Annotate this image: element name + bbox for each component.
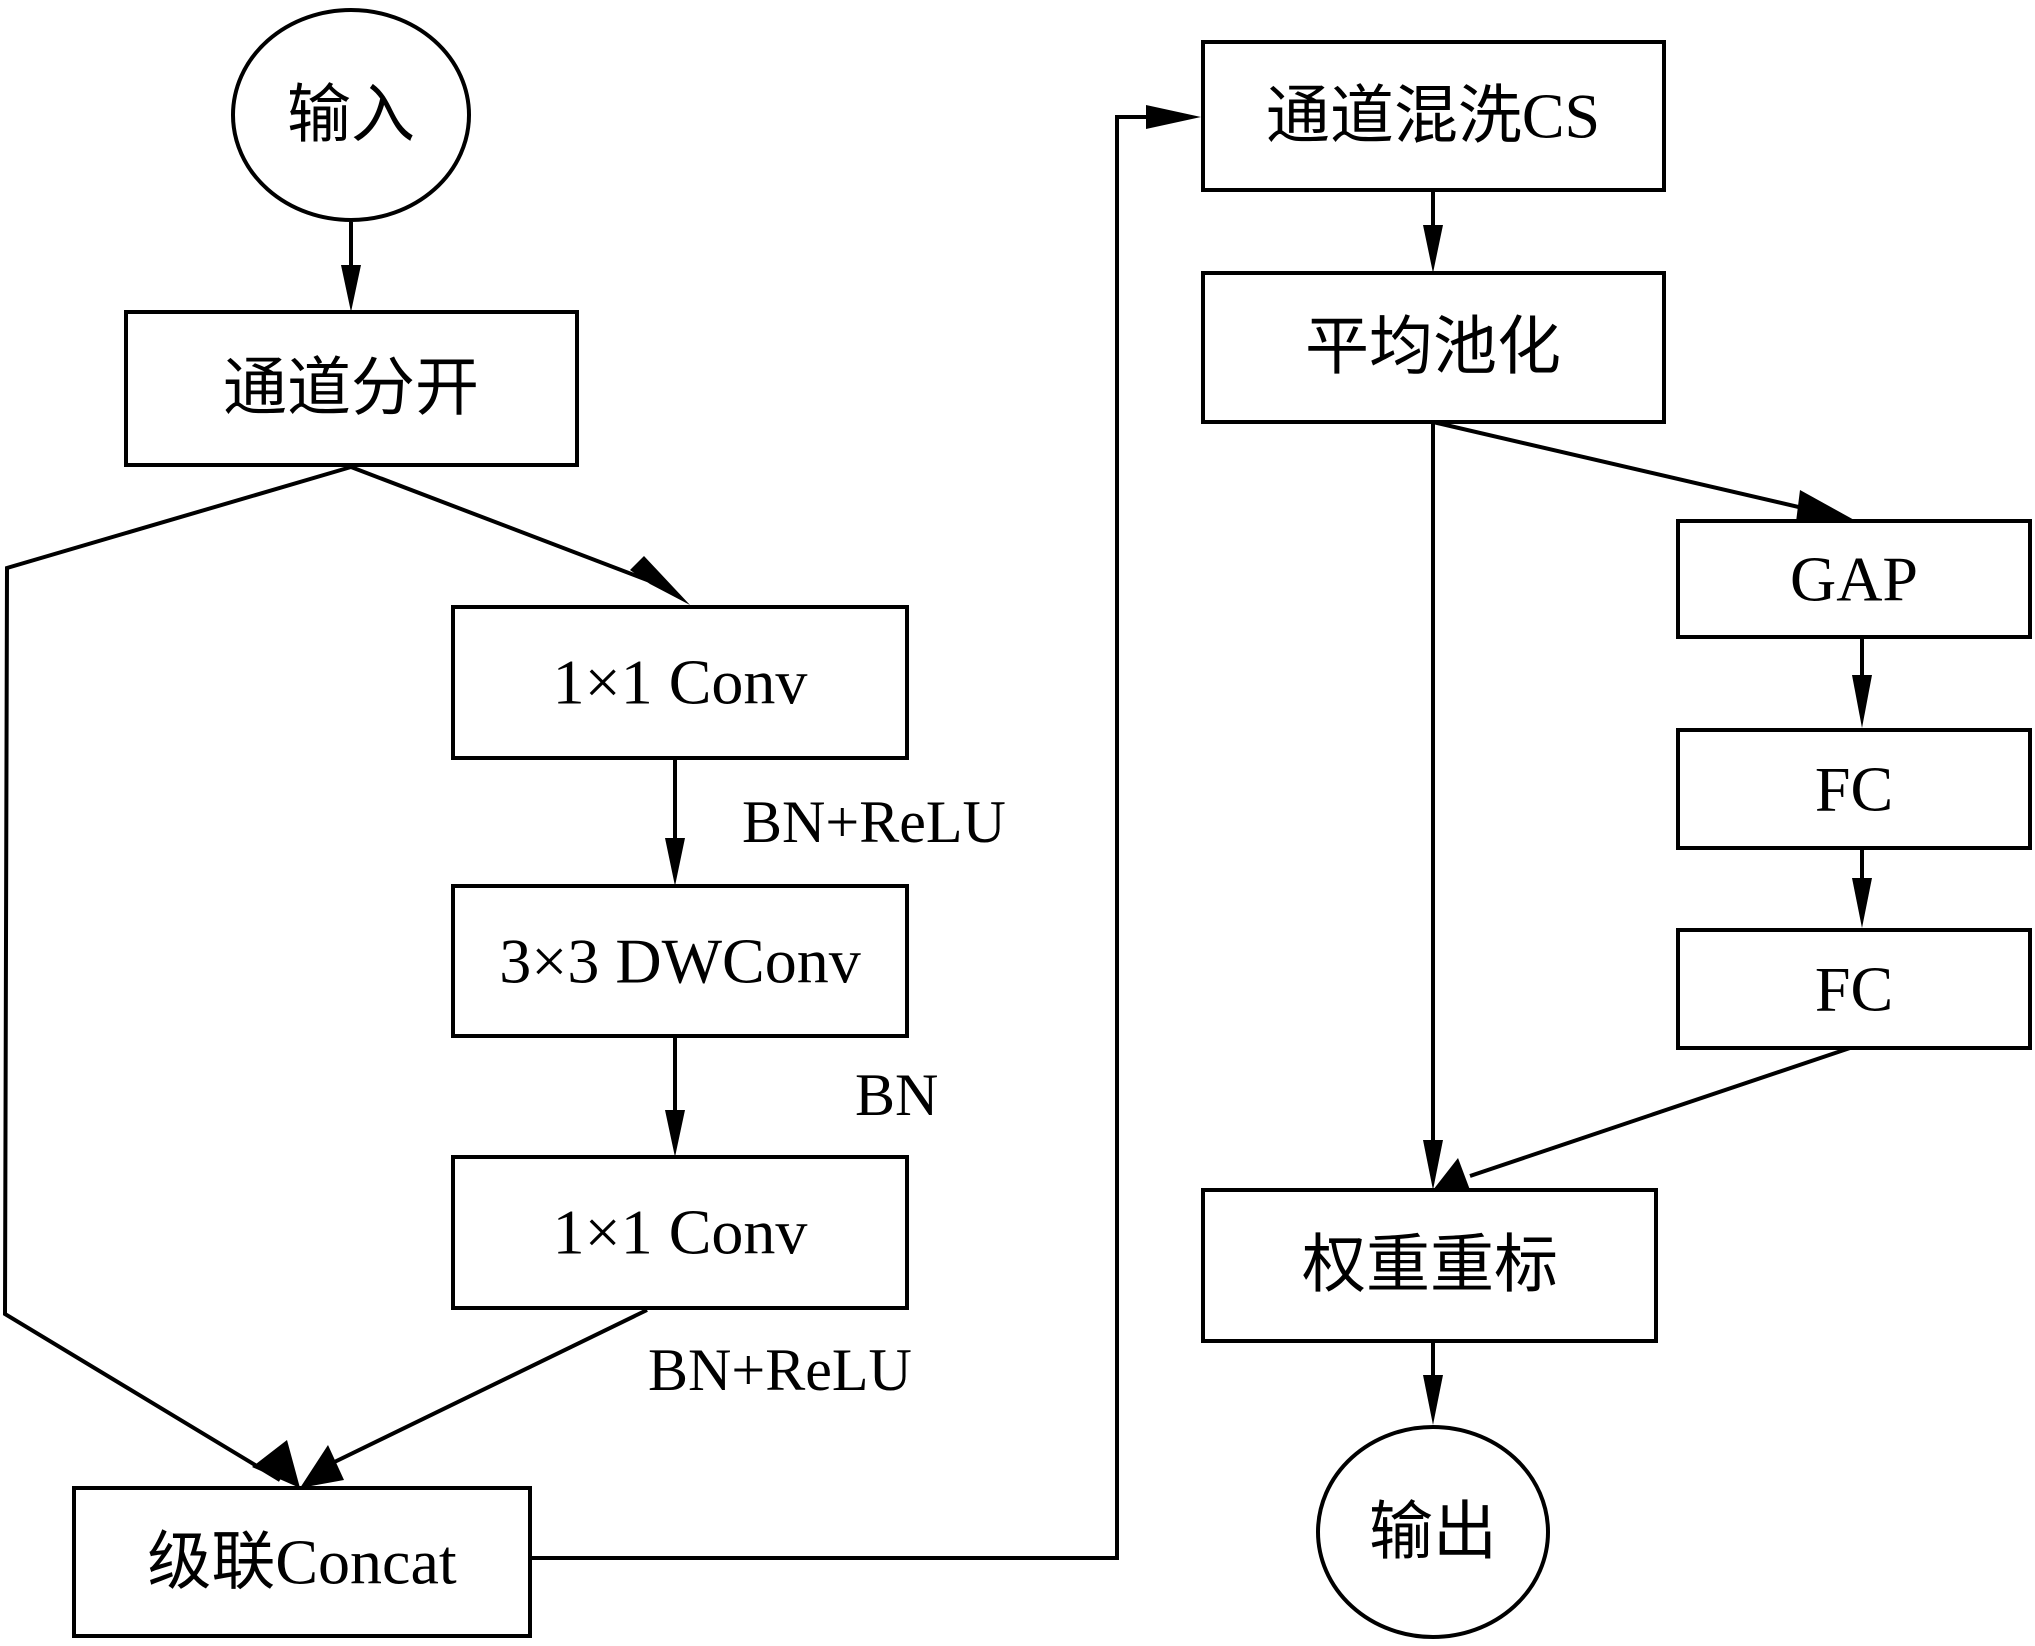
node-fc1: FC bbox=[1676, 728, 2032, 850]
node-gap: GAP bbox=[1676, 519, 2032, 639]
edge-concat-to-shuffle bbox=[530, 105, 1201, 1560]
node-fc2-label: FC bbox=[1815, 954, 1893, 1025]
node-output: 输出 bbox=[1316, 1425, 1550, 1639]
node-avg-pool-label: 平均池化 bbox=[1305, 312, 1561, 383]
edge-conv2-to-concat bbox=[300, 1308, 648, 1488]
edge-fc1-to-fc2 bbox=[1852, 848, 1872, 928]
edge-gap-to-fc1 bbox=[1852, 637, 1872, 728]
node-reweight-label: 权重重标 bbox=[1302, 1230, 1558, 1301]
node-input-label: 输入 bbox=[287, 80, 415, 151]
node-gap-label: GAP bbox=[1790, 544, 1918, 615]
node-avg-pool: 平均池化 bbox=[1201, 271, 1666, 424]
node-conv1x1-b: 1×1 Conv bbox=[451, 1155, 909, 1310]
node-fc1-label: FC bbox=[1815, 754, 1893, 825]
node-output-label: 输出 bbox=[1369, 1497, 1497, 1568]
edge-fc2-to-reweight bbox=[1433, 1046, 1851, 1190]
node-conv1x1-b-label: 1×1 Conv bbox=[553, 1197, 808, 1268]
node-channel-shuffle-label: 通道混洗CS bbox=[1266, 81, 1600, 152]
edge-split-to-concat bbox=[2, 465, 352, 1488]
node-fc2: FC bbox=[1676, 928, 2032, 1050]
edge-dwconv-to-conv2 bbox=[665, 1036, 685, 1157]
edge-label-bn-relu-2: BN+ReLU bbox=[648, 1337, 912, 1403]
node-conv1x1-a: 1×1 Conv bbox=[451, 605, 909, 760]
node-channel-split-label: 通道分开 bbox=[223, 353, 479, 424]
node-concat: 级联Concat bbox=[72, 1486, 532, 1638]
edge-label-bn: BN bbox=[855, 1062, 938, 1128]
edge-label-bn-relu-1: BN+ReLU bbox=[742, 789, 1006, 855]
edge-split-to-conv1 bbox=[350, 465, 690, 605]
node-dwconv3x3: 3×3 DWConv bbox=[451, 884, 909, 1038]
edge-conv1-to-dwconv bbox=[665, 758, 685, 886]
edge-avgpool-to-gap bbox=[1432, 420, 1856, 522]
edge-input-to-split bbox=[341, 222, 361, 312]
node-dwconv3x3-label: 3×3 DWConv bbox=[499, 926, 860, 997]
edge-avgpool-to-reweight bbox=[1423, 422, 1443, 1190]
node-concat-label: 级联Concat bbox=[147, 1527, 456, 1598]
edge-reweight-to-output bbox=[1423, 1341, 1443, 1425]
node-input: 输入 bbox=[231, 8, 471, 222]
node-channel-split: 通道分开 bbox=[124, 310, 579, 467]
edge-shuffle-to-avgpool bbox=[1423, 190, 1443, 273]
node-conv1x1-a-label: 1×1 Conv bbox=[553, 647, 808, 718]
node-channel-shuffle: 通道混洗CS bbox=[1201, 40, 1666, 192]
node-reweight: 权重重标 bbox=[1201, 1188, 1658, 1343]
